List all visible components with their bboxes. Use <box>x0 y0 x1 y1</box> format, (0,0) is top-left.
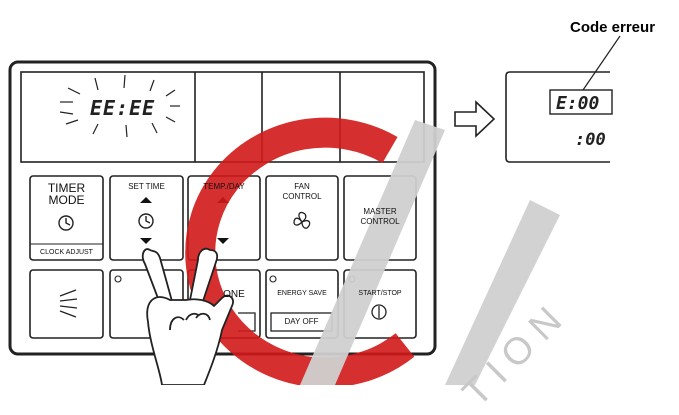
louver-icon <box>59 289 78 318</box>
down-arrow-icon <box>140 238 152 244</box>
fan-control-line1: FAN <box>294 182 310 191</box>
error-code-box <box>549 89 613 115</box>
zone-label: ONE <box>223 289 245 300</box>
fan-icon <box>293 211 311 229</box>
clock-icon <box>58 215 74 231</box>
fan-control-button <box>265 175 339 261</box>
temp-day-label: TEMP./DAY <box>203 182 245 191</box>
indicator-led <box>269 275 277 283</box>
callout-label: Code erreur <box>570 19 656 36</box>
fan-control-line2: CONTROL <box>282 192 322 201</box>
indicator-led <box>114 275 122 283</box>
energy-save-label: ENERGY SAVE <box>277 290 327 297</box>
timer-mode-line2: MODE <box>48 193 85 207</box>
up-arrow-icon <box>140 197 152 203</box>
power-icon <box>371 304 387 320</box>
arrow-icon <box>454 100 496 138</box>
flash-code: EE:EE <box>90 96 156 120</box>
set-time-label: SET TIME <box>128 182 165 191</box>
start-stop-label: START/STOP <box>358 290 402 297</box>
error-sub-code: :00 <box>575 130 606 150</box>
master-control-line2: CONTROL <box>360 217 400 226</box>
blink-rays <box>59 74 180 138</box>
clock-adjust-label: CLOCK ADJUST <box>40 249 93 256</box>
error-main-code: E:00 <box>556 93 600 114</box>
diagram: EE:EE Code erreur E:00 :00 TIMER MODE CL… <box>8 19 656 415</box>
fan-direction-button <box>29 269 104 339</box>
down-arrow-icon <box>217 238 229 244</box>
day-off-label: DAY OFF <box>284 317 319 326</box>
hand-icon <box>141 247 234 385</box>
diagram-drawing <box>8 35 621 385</box>
master-control-line1: MASTER <box>363 207 397 216</box>
clock-icon <box>138 213 154 229</box>
timer-mode-line1: TIMER <box>47 181 86 195</box>
